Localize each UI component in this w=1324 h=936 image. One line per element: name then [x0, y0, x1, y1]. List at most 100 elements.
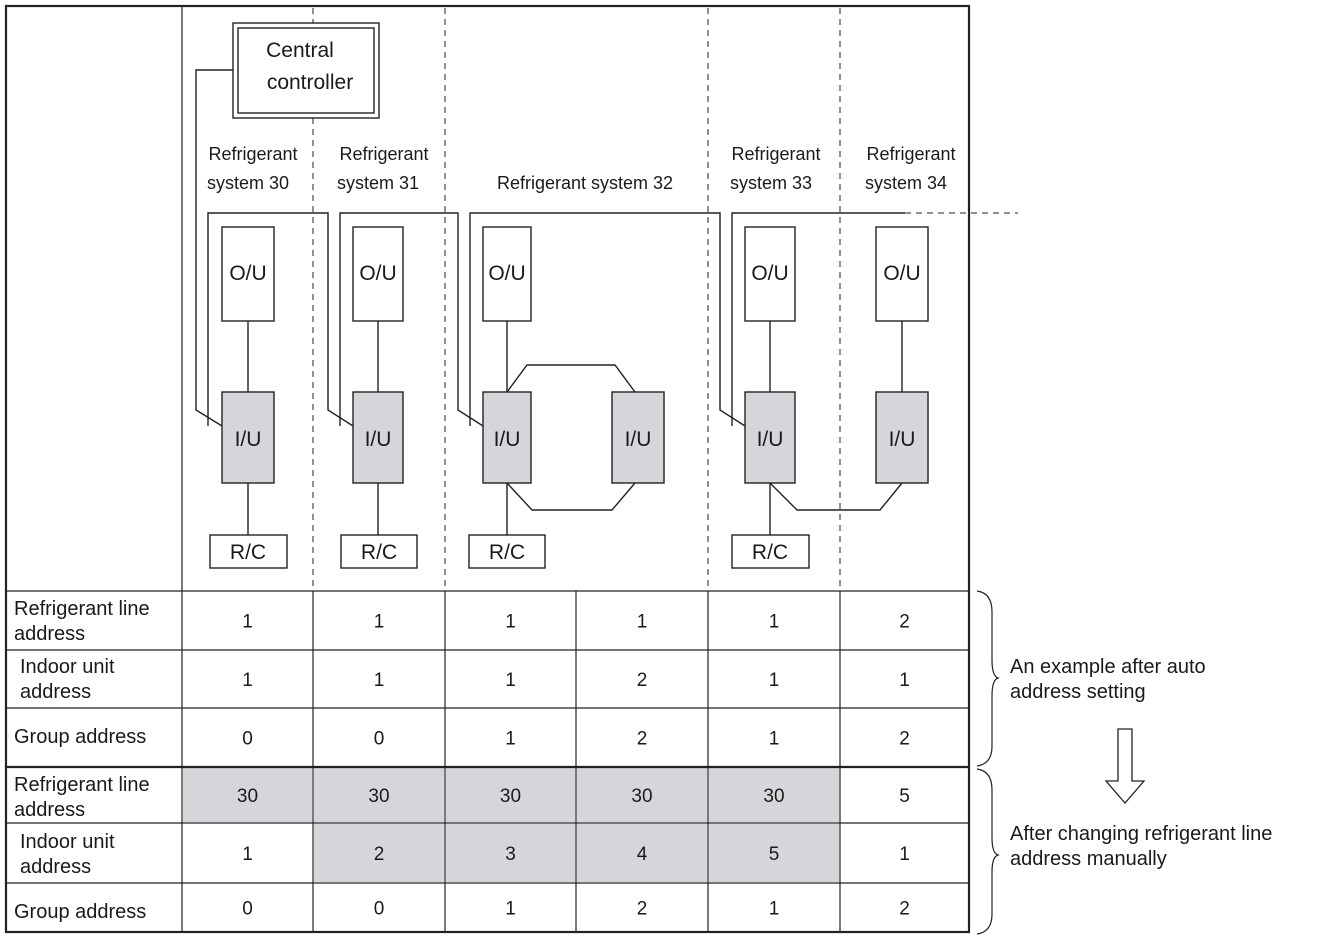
highlighted-cell [577, 824, 707, 882]
table-cell-value: 1 [637, 612, 648, 633]
row-label-after-group: Group address [14, 901, 146, 923]
outdoor-units: O/U O/U O/U O/U O/U [221, 226, 929, 322]
table-cell-value: 1 [769, 729, 780, 750]
central-controller: Central controller [232, 22, 380, 119]
outdoor-unit-31: O/U [359, 262, 396, 285]
highlighted-cell [446, 768, 575, 822]
table-row-labels: Refrigerant line address Indoor unit add… [14, 598, 150, 923]
highlighted-cell [314, 768, 444, 822]
system-labels: Refrigerant system 30 Refrigerant system… [207, 144, 956, 193]
remote-controller-33: R/C [752, 541, 788, 564]
table-cell-value: 30 [368, 786, 389, 807]
row-label-after-refrigerant-line-2: address [14, 799, 85, 821]
highlighted-cell [314, 824, 444, 882]
row-label-after-indoor-unit-2: address [20, 856, 91, 878]
highlighted-cell [183, 768, 312, 822]
row-label-before-refrigerant-line-1: Refrigerant line [14, 598, 150, 620]
table-cell-value: 2 [899, 729, 910, 750]
table-cell-value: 4 [637, 844, 648, 865]
table-cell-value: 1 [242, 670, 253, 691]
table-cell-value: 30 [237, 786, 258, 807]
table-cell-value: 1 [505, 729, 516, 750]
outdoor-unit-33: O/U [751, 262, 788, 285]
table-cell-value: 1 [374, 670, 385, 691]
note-auto-line1: An example after auto [1010, 656, 1206, 678]
highlighted-cell [709, 824, 839, 882]
row-label-before-indoor-unit-2: address [20, 681, 91, 703]
annotations: An example after auto address setting Af… [976, 590, 1272, 935]
remote-controller-32: R/C [489, 541, 525, 564]
central-controller-label-line2: controller [267, 71, 353, 94]
down-arrow-icon [1104, 728, 1146, 804]
indoor-unit-33: I/U [757, 428, 784, 451]
system-32-label: Refrigerant system 32 [497, 173, 673, 193]
table-cell-value: 30 [500, 786, 521, 807]
unit-connections [247, 321, 903, 535]
table-cell-value: 5 [769, 844, 780, 865]
system-34-label-line2: system 34 [865, 173, 947, 193]
table-values: 1 1 1 1 1 2 1 1 1 2 1 1 0 0 1 2 1 2 30 30 30 30 30 5 1 2 3 4 5 1 0 0 1 2 1… [237, 612, 910, 920]
table-cell-value: 5 [899, 786, 910, 807]
table-cell-value: 0 [374, 899, 385, 920]
note-auto-line2: address setting [1010, 681, 1146, 703]
note-manual-line1: After changing refrigerant line [1010, 823, 1272, 845]
indoor-unit-31: I/U [365, 428, 392, 451]
system-31-label-line1: Refrigerant [339, 144, 428, 164]
system-33-label-line2: system 33 [730, 173, 812, 193]
highlighted-cells [183, 768, 839, 882]
table-cell-value: 1 [899, 844, 910, 865]
table-cell-value: 0 [374, 729, 385, 750]
highlighted-cell [709, 768, 839, 822]
row-label-before-refrigerant-line-2: address [14, 623, 85, 645]
row-label-before-indoor-unit-1: Indoor unit [20, 656, 115, 678]
table-cell-value: 30 [763, 786, 784, 807]
central-controller-label-line1: Central [266, 39, 334, 62]
row-label-before-group: Group address [14, 726, 146, 748]
highlighted-cell [577, 768, 707, 822]
indoor-units: I/U I/U I/U I/U I/U I/U [221, 391, 929, 484]
table-cell-value: 0 [242, 899, 253, 920]
table-cell-value: 2 [374, 844, 385, 865]
remote-controller-31: R/C [361, 541, 397, 564]
table-cell-value: 2 [637, 729, 648, 750]
system-separators [312, 8, 1018, 589]
indoor-unit-30: I/U [235, 428, 262, 451]
outdoor-unit-32: O/U [488, 262, 525, 285]
table-cell-value: 1 [242, 844, 253, 865]
table-cell-value: 1 [769, 670, 780, 691]
indoor-unit-32a: I/U [494, 428, 521, 451]
system-30-label-line1: Refrigerant [208, 144, 297, 164]
table-cell-value: 1 [374, 612, 385, 633]
transmission-wiring [195, 69, 905, 511]
table-cell-value: 3 [505, 844, 516, 865]
brace-auto [976, 590, 1000, 767]
row-label-after-indoor-unit-1: Indoor unit [20, 831, 115, 853]
table-cell-value: 0 [242, 729, 253, 750]
table-cell-value: 30 [631, 786, 652, 807]
indoor-unit-34: I/U [889, 428, 916, 451]
table-cell-value: 1 [769, 612, 780, 633]
table-cell-value: 1 [899, 670, 910, 691]
system-34-label-line1: Refrigerant [866, 144, 955, 164]
row-label-after-refrigerant-line-1: Refrigerant line [14, 774, 150, 796]
brace-manual [976, 768, 1000, 935]
table-cell-value: 2 [899, 612, 910, 633]
note-manual-line2: address manually [1010, 848, 1167, 870]
system-33-label-line1: Refrigerant [731, 144, 820, 164]
table-cell-value: 2 [899, 899, 910, 920]
table-cell-value: 2 [637, 670, 648, 691]
table-cell-value: 1 [769, 899, 780, 920]
table-cell-value: 1 [505, 612, 516, 633]
table-cell-value: 1 [505, 899, 516, 920]
highlighted-cell [446, 824, 575, 882]
outdoor-unit-34: O/U [883, 262, 920, 285]
remote-controller-30: R/C [230, 541, 266, 564]
table-grid [4, 4, 971, 934]
table-cell-value: 1 [505, 670, 516, 691]
table-cell-value: 2 [637, 899, 648, 920]
remote-controllers: R/C R/C R/C R/C [209, 534, 810, 569]
table-cell-value: 1 [242, 612, 253, 633]
outdoor-unit-30: O/U [229, 262, 266, 285]
indoor-unit-32b: I/U [625, 428, 652, 451]
